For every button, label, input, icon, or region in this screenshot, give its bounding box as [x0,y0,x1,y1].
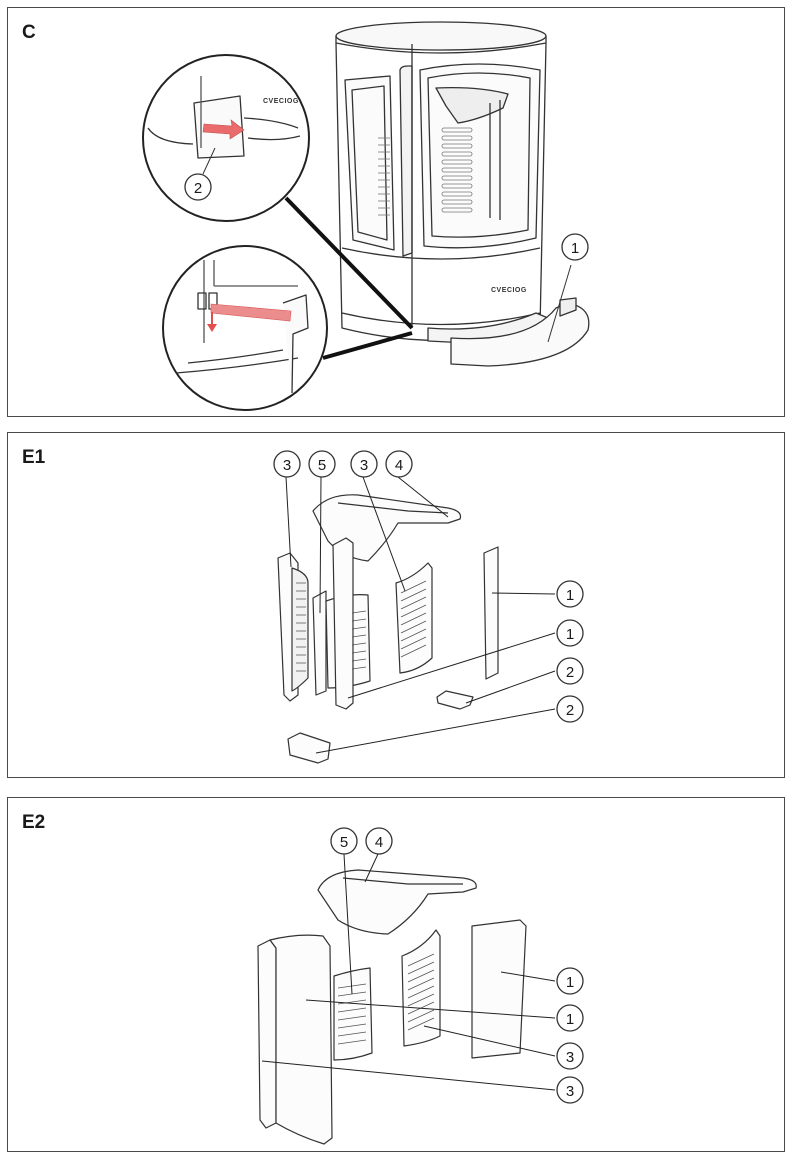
e1-pillar-1-right [483,546,499,680]
callout-e2-1b-label: 1 [566,1011,574,1028]
callout-e1-3a-label: 3 [283,457,291,474]
e1-back-brick-5 [312,590,327,696]
callout-e2-3a-label: 3 [566,1049,574,1066]
callout-e2-5 [330,827,358,855]
callout-e1-3a [273,450,301,478]
callout-e1-1a-label: 1 [566,587,574,604]
callout-c-2 [184,173,212,201]
panel-label-e1: E1 [22,447,46,468]
callout-e1-3b [350,450,378,478]
stove-logo: CVECIOG [491,287,527,294]
callout-c-1 [561,233,589,261]
e2-exploded-figure: 5 4 1 1 3 3 [257,827,584,1145]
callout-e2-3b-label: 3 [566,1083,574,1100]
callout-e2-4 [365,827,393,855]
stove-logo-detail: CVECIOG [263,98,299,105]
callout-e2-1a-label: 1 [566,974,574,991]
callout-e1-2b-label: 2 [566,702,574,719]
callout-e2-3b [556,1076,584,1104]
callout-e2-4-label: 4 [375,834,383,851]
callout-e2-1b [556,1004,584,1032]
callout-e1-2a [556,657,584,685]
cover-plate-part-1 [450,302,590,367]
stove-assembly-figure: CVECIOG CVECIOG 1 2 [142,21,590,411]
callout-e1-3b-label: 3 [360,457,368,474]
stove-top [335,21,547,51]
e2-pillar-1-right [471,919,527,1059]
callout-c-2-label: 2 [194,180,202,197]
e2-side-brick-3-left [257,939,277,1129]
e1-pillar-1-left [332,537,354,710]
e2-baffle-part-4 [317,869,477,935]
callout-e1-1b [556,619,584,647]
callout-e2-5-label: 5 [340,834,348,851]
callout-e1-2b [556,695,584,723]
panel-e2: E2 [7,797,785,1152]
callout-e1-5-label: 5 [318,457,326,474]
callout-e1-1b-label: 1 [566,626,574,643]
panel-label-c: C [22,22,36,43]
callout-e1-4 [385,450,413,478]
e2-back-brick-5 [333,967,373,1061]
door-frame [399,65,413,257]
panel-c: C [7,7,785,417]
e1-small-brick-2-b [287,732,331,764]
panel-label-e2: E2 [22,812,46,833]
callout-e1-4-label: 4 [395,457,403,474]
callout-c-1-label: 1 [571,240,579,257]
callout-e2-1a [556,967,584,995]
e1-small-brick-2-a [436,690,474,710]
callout-e1-1a [556,580,584,608]
e2-side-brick-3-right [401,929,441,1047]
e1-exploded-figure: 3 5 3 4 1 1 2 2 [273,450,584,764]
e2-pillar-1-left [269,934,333,1145]
callout-e2-3a [556,1042,584,1070]
red-arrow-slide [202,119,245,140]
callout-e1-5 [308,450,336,478]
red-arrow-lift [210,303,292,322]
panel-e1: E1 [7,432,785,778]
callout-e1-2a-label: 2 [566,664,574,681]
